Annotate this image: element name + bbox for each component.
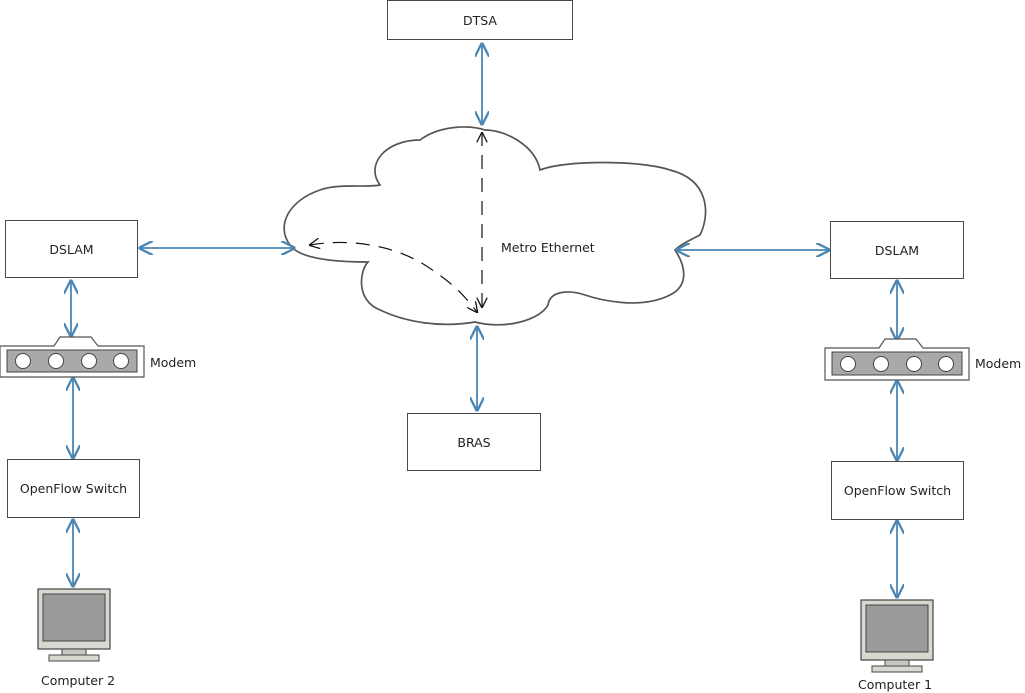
computer-left-icon bbox=[37, 588, 111, 662]
modem-right-icon bbox=[824, 338, 970, 381]
bras-node: BRAS bbox=[407, 413, 541, 471]
computer-right-icon bbox=[860, 599, 934, 673]
openflow-switch-right-node: OpenFlow Switch bbox=[831, 461, 964, 520]
dtsa-node: DTSA bbox=[387, 0, 573, 40]
modem-left-icon bbox=[0, 336, 145, 378]
cloud-label: Metro Ethernet bbox=[501, 240, 595, 255]
computer-left-label: Computer 2 bbox=[41, 673, 116, 688]
modem-left-label: Modem bbox=[150, 355, 197, 370]
dslam-right-node: DSLAM bbox=[830, 221, 964, 279]
metro-ethernet-cloud bbox=[283, 126, 707, 326]
dashed-path-curved bbox=[310, 242, 477, 312]
openflow-switch-left-node: OpenFlow Switch bbox=[7, 459, 140, 518]
modem-right-label: Modem bbox=[975, 356, 1022, 371]
dslam-left-node: DSLAM bbox=[5, 220, 138, 278]
computer-right-label: Computer 1 bbox=[858, 677, 933, 692]
